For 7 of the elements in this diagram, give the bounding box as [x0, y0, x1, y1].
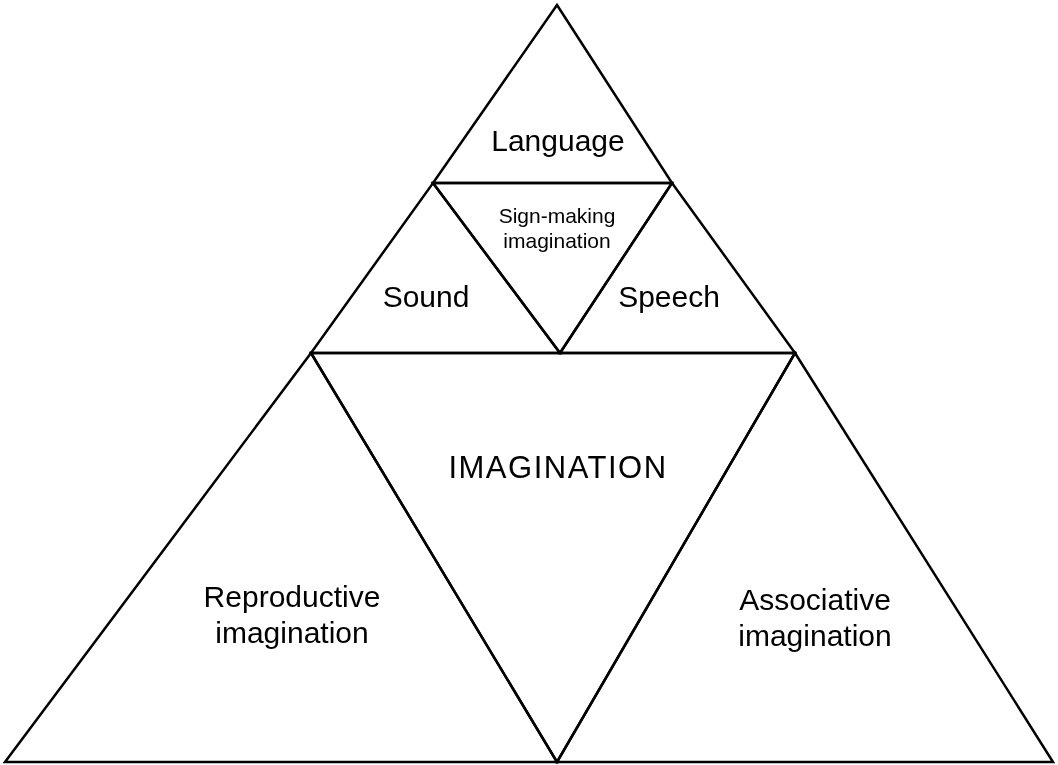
triangle-label: Sound	[381, 279, 471, 315]
triangle-label: Reproductive imagination	[202, 579, 382, 651]
triangle-label: IMAGINATION	[447, 449, 669, 487]
triangle-label: Sign-making imagination	[497, 202, 617, 254]
triangle-label: Language	[490, 123, 626, 159]
triangle-label: Speech	[617, 279, 721, 315]
triangle-label: Associative imagination	[737, 582, 893, 654]
